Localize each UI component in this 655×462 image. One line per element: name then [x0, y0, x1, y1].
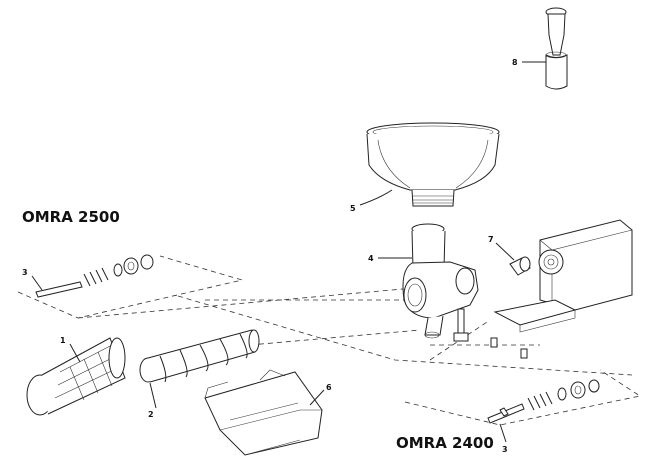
- part-3-spring-kit-2500: [35, 254, 154, 298]
- screws: [453, 308, 528, 359]
- callout-6: 6: [326, 383, 332, 392]
- motor-housing: [493, 219, 633, 333]
- callout-3-top: 3: [22, 268, 28, 277]
- part-1-sieve: [26, 337, 126, 416]
- part-8-pusher: [545, 7, 568, 90]
- part-7-coupling: [509, 256, 531, 276]
- part-5-hopper: [366, 122, 500, 207]
- callout-2: 2: [148, 410, 154, 419]
- model-label-omra-2500: OMRA 2500: [22, 208, 120, 226]
- callout-3-bottom: 3: [502, 445, 508, 454]
- part-3-spring-kit-2400: [487, 379, 600, 424]
- callout-1: 1: [60, 336, 66, 345]
- part-2-auger: [139, 329, 260, 383]
- model-label-omra-2400: OMRA 2400: [396, 434, 494, 452]
- part-6-tray: [204, 369, 323, 456]
- part-4-body: [402, 223, 479, 339]
- callout-7: 7: [488, 235, 494, 244]
- callout-4: 4: [368, 254, 374, 263]
- callout-8: 8: [512, 58, 518, 67]
- callout-5: 5: [350, 204, 356, 213]
